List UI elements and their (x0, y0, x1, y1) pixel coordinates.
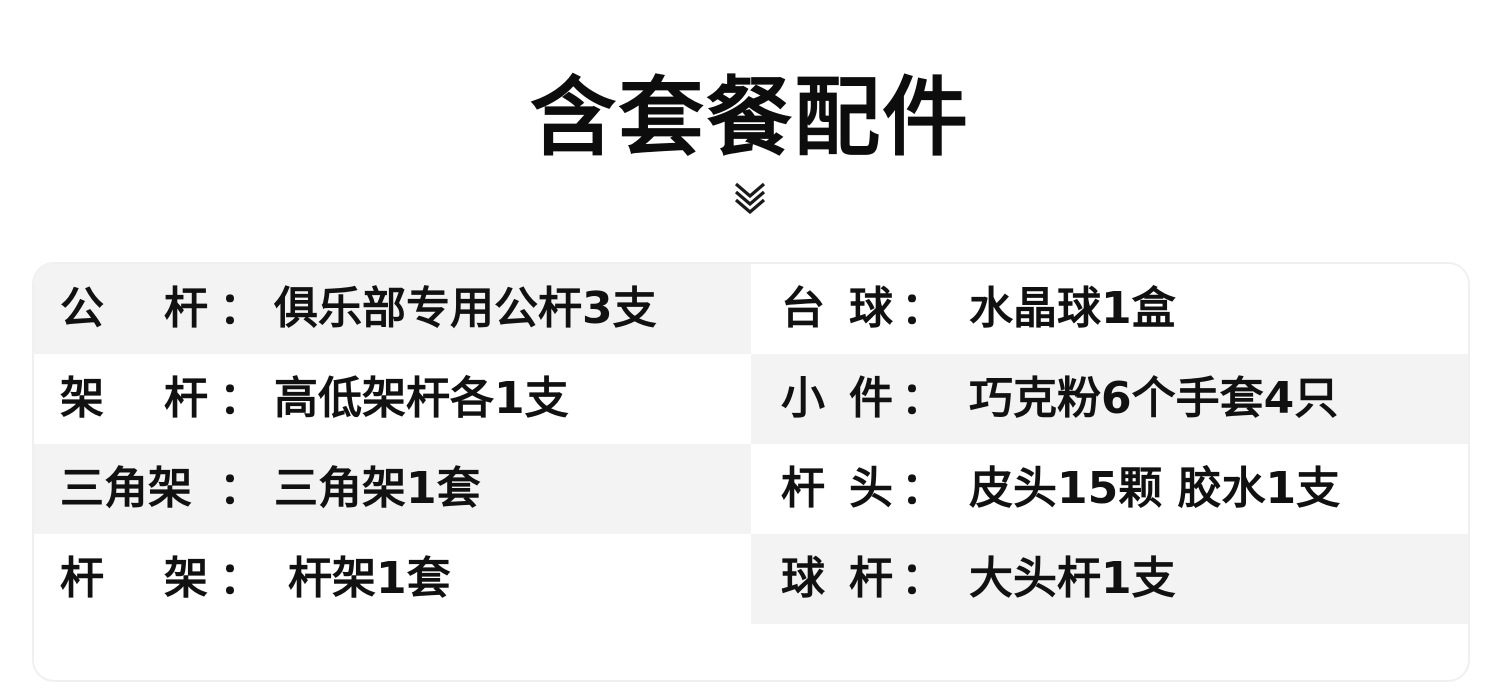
accessory-colon: ： (901, 283, 945, 334)
accessory-label: 三角架 (60, 463, 192, 514)
accessory-colon: ： (219, 373, 263, 424)
accessory-colon: ： (219, 463, 263, 514)
accessory-label-char: 球 (781, 553, 825, 604)
accessory-label-char: 头 (849, 463, 893, 514)
accessory-cell-triangle: 三角架 ： 三角架1套 (34, 444, 751, 534)
accessory-colon: ： (901, 373, 945, 424)
accessory-cell-big-cue: 球 杆 ： 大头杆1支 (751, 534, 1468, 624)
page-title: 含套餐配件 (530, 68, 970, 168)
accessory-label-char: 公 (60, 283, 104, 334)
accessory-value: 皮头15颗 胶水1支 (969, 463, 1341, 514)
accessory-value: 三角架1套 (274, 463, 481, 514)
accessory-label-char: 台 (781, 283, 825, 334)
accessory-label-char: 杆 (60, 553, 104, 604)
accessory-value: 巧克粉6个手套4只 (969, 373, 1339, 424)
accessory-label-char: 小 (781, 373, 825, 424)
accessory-cell-cue-rack: 杆 架 ： 杆架1套 (34, 534, 751, 624)
accessory-cell-small-items: 小 件 ： 巧克粉6个手套4只 (751, 354, 1468, 444)
accessory-value: 高低架杆各1支 (274, 373, 569, 424)
accessory-colon: ： (901, 553, 945, 604)
accessory-cell-balls: 台 球 ： 水晶球1盒 (751, 264, 1468, 354)
accessory-label-char: 件 (849, 373, 893, 424)
accessory-cell-cue-tips: 杆 头 ： 皮头15颗 胶水1支 (751, 444, 1468, 534)
accessory-label-char: 杆 (164, 373, 208, 424)
accessory-cell-cue: 公 杆 ： 俱乐部专用公杆3支 (34, 264, 751, 354)
accessory-colon: ： (219, 283, 263, 334)
double-chevron-down-icon (734, 182, 766, 215)
accessory-label-char: 杆 (164, 283, 208, 334)
accessory-label-char: 架 (164, 553, 208, 604)
accessory-colon: ： (219, 553, 263, 604)
accessory-label-char: 杆 (849, 553, 893, 604)
accessory-value: 大头杆1支 (969, 553, 1176, 604)
accessories-table: 公 杆 ： 俱乐部专用公杆3支 台 球 ： 水晶球1盒 架 杆 ： 高低架杆各1… (32, 262, 1470, 682)
accessory-cell-bridge: 架 杆 ： 高低架杆各1支 (34, 354, 751, 444)
accessory-value: 水晶球1盒 (969, 283, 1176, 334)
accessory-value: 杆架1套 (288, 553, 451, 604)
accessory-label-char: 架 (60, 373, 104, 424)
accessory-label-char: 球 (849, 283, 893, 334)
accessory-label-char: 杆 (781, 463, 825, 514)
accessory-colon: ： (901, 463, 945, 514)
accessory-value: 俱乐部专用公杆3支 (274, 283, 657, 334)
